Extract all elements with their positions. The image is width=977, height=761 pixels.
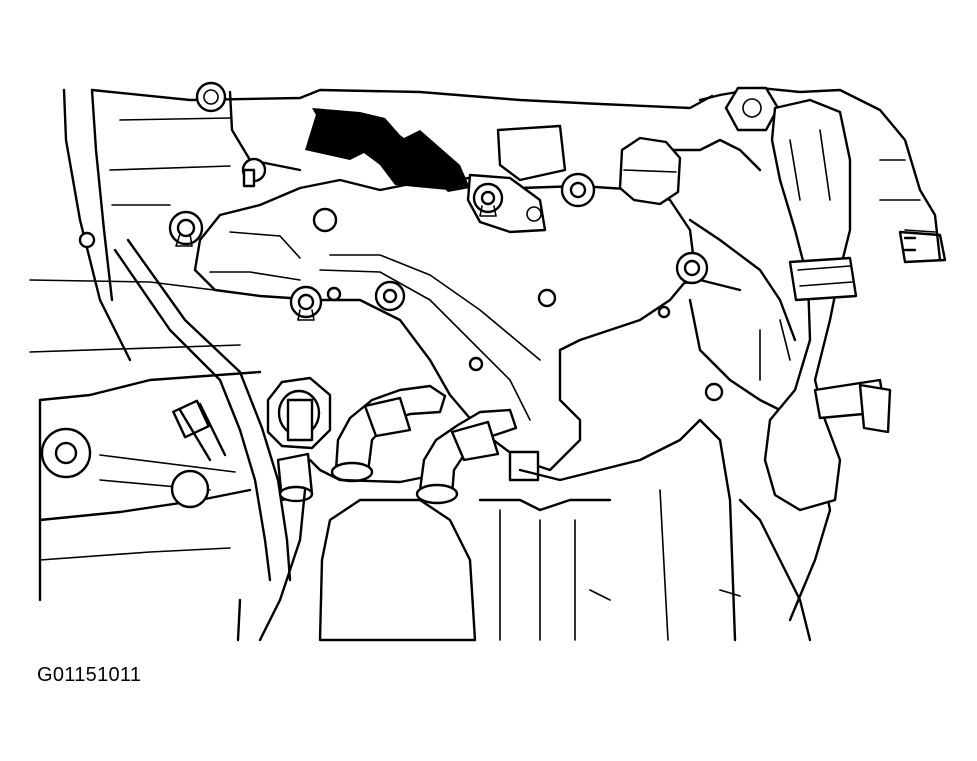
callout-arrow: [305, 108, 470, 192]
flange-bolt-right: [675, 251, 709, 285]
flange-bolt-top: [560, 172, 596, 208]
stud-bolt-top-left: [241, 157, 267, 188]
top-right-hex-bolt: [724, 86, 780, 132]
flange-bolt-left: [168, 210, 204, 247]
lower-housing: [236, 418, 812, 642]
temperature-sensor: [618, 136, 682, 206]
coolant-hose-right: [763, 98, 892, 512]
engine-block-outline: [29, 88, 714, 602]
dipstick-tube: [113, 238, 292, 582]
flange-bolt-mid: [374, 280, 406, 312]
bypass-hose-right: [415, 408, 540, 505]
flange-bolt-target: [472, 182, 504, 217]
figure-id-label: G01151011: [37, 664, 142, 686]
bypass-hose-left: [330, 384, 447, 483]
engine-illustration: [29, 81, 947, 642]
mounting-holes: [40, 81, 724, 509]
housing-flange: [193, 124, 697, 472]
flange-bolt-mid-left: [289, 285, 323, 321]
